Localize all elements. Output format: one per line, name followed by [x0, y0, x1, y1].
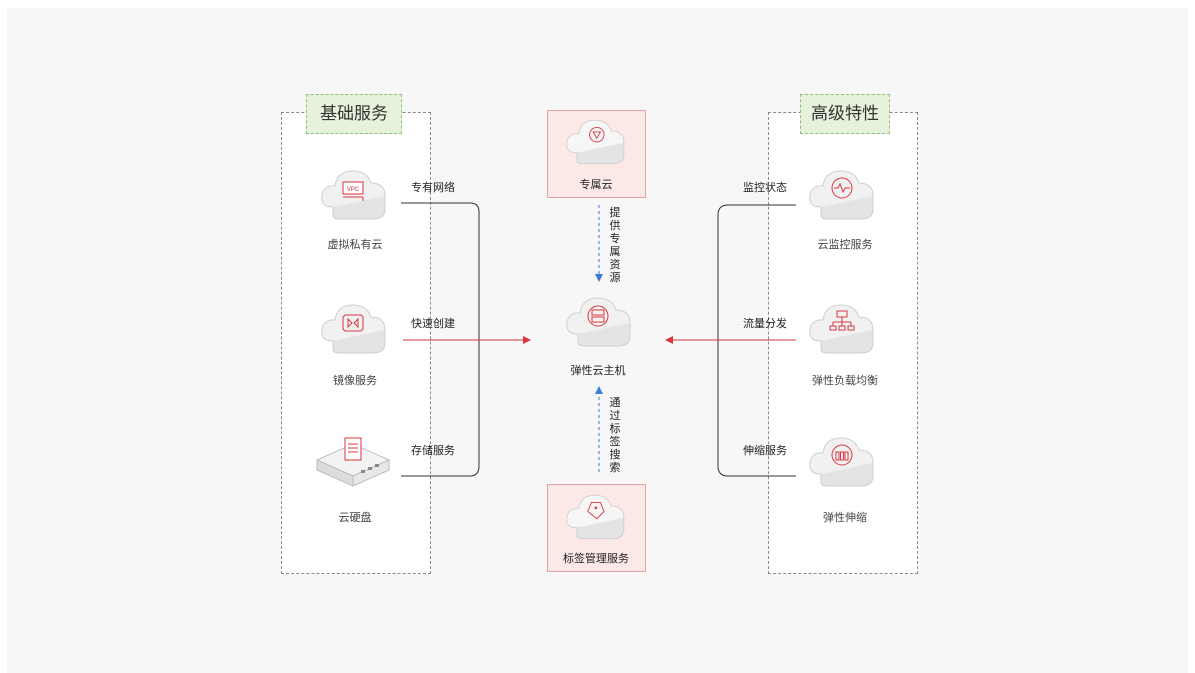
image-link-label: 快速创建: [411, 317, 455, 330]
vpc-label: 虚拟私有云: [327, 238, 383, 251]
vpc-link-label: 专有网络: [411, 181, 455, 194]
auto-scaling-cloud-icon: [809, 437, 874, 487]
auto-scaling-label: 弹性伸缩: [823, 511, 867, 524]
elb-label: 弹性负载均衡: [812, 374, 878, 387]
elb-cloud-icon: [809, 304, 874, 354]
dedicated-link-label: 提供专属资源: [609, 206, 621, 284]
vpc-cloud-icon: VPC: [321, 170, 386, 220]
ecs-cloud-icon: [566, 297, 631, 347]
basic-services-title: 基础服务: [306, 94, 402, 134]
cloud-disk-icon: [315, 437, 391, 487]
image-service-cloud-icon: [321, 304, 386, 354]
left-bracket-line: [401, 202, 480, 477]
image-service-label: 镜像服务: [333, 374, 377, 387]
vpc-badge-text: VPC: [347, 187, 360, 193]
cloud-monitor-label: 云监控服务: [817, 238, 873, 251]
cloud-disk-label: 云硬盘: [338, 511, 372, 524]
tag-management-cloud-icon: [566, 494, 625, 540]
as-link-label: 伸缩服务: [743, 444, 787, 457]
tag-link-label: 通过标签搜索: [609, 396, 621, 474]
tag-management-label: 标签管理服务: [563, 552, 629, 565]
dedicated-cloud-icon: [566, 119, 625, 165]
disk-link-label: 存储服务: [411, 444, 455, 457]
dedicated-cloud-label: 专属云: [579, 178, 613, 191]
elb-link-label: 流量分发: [743, 317, 787, 330]
ecs-label: 弹性云主机: [570, 364, 626, 377]
advanced-features-title: 高级特性: [800, 94, 890, 134]
monitor-link-label: 监控状态: [743, 181, 787, 194]
cloud-monitor-icon: [809, 170, 874, 220]
